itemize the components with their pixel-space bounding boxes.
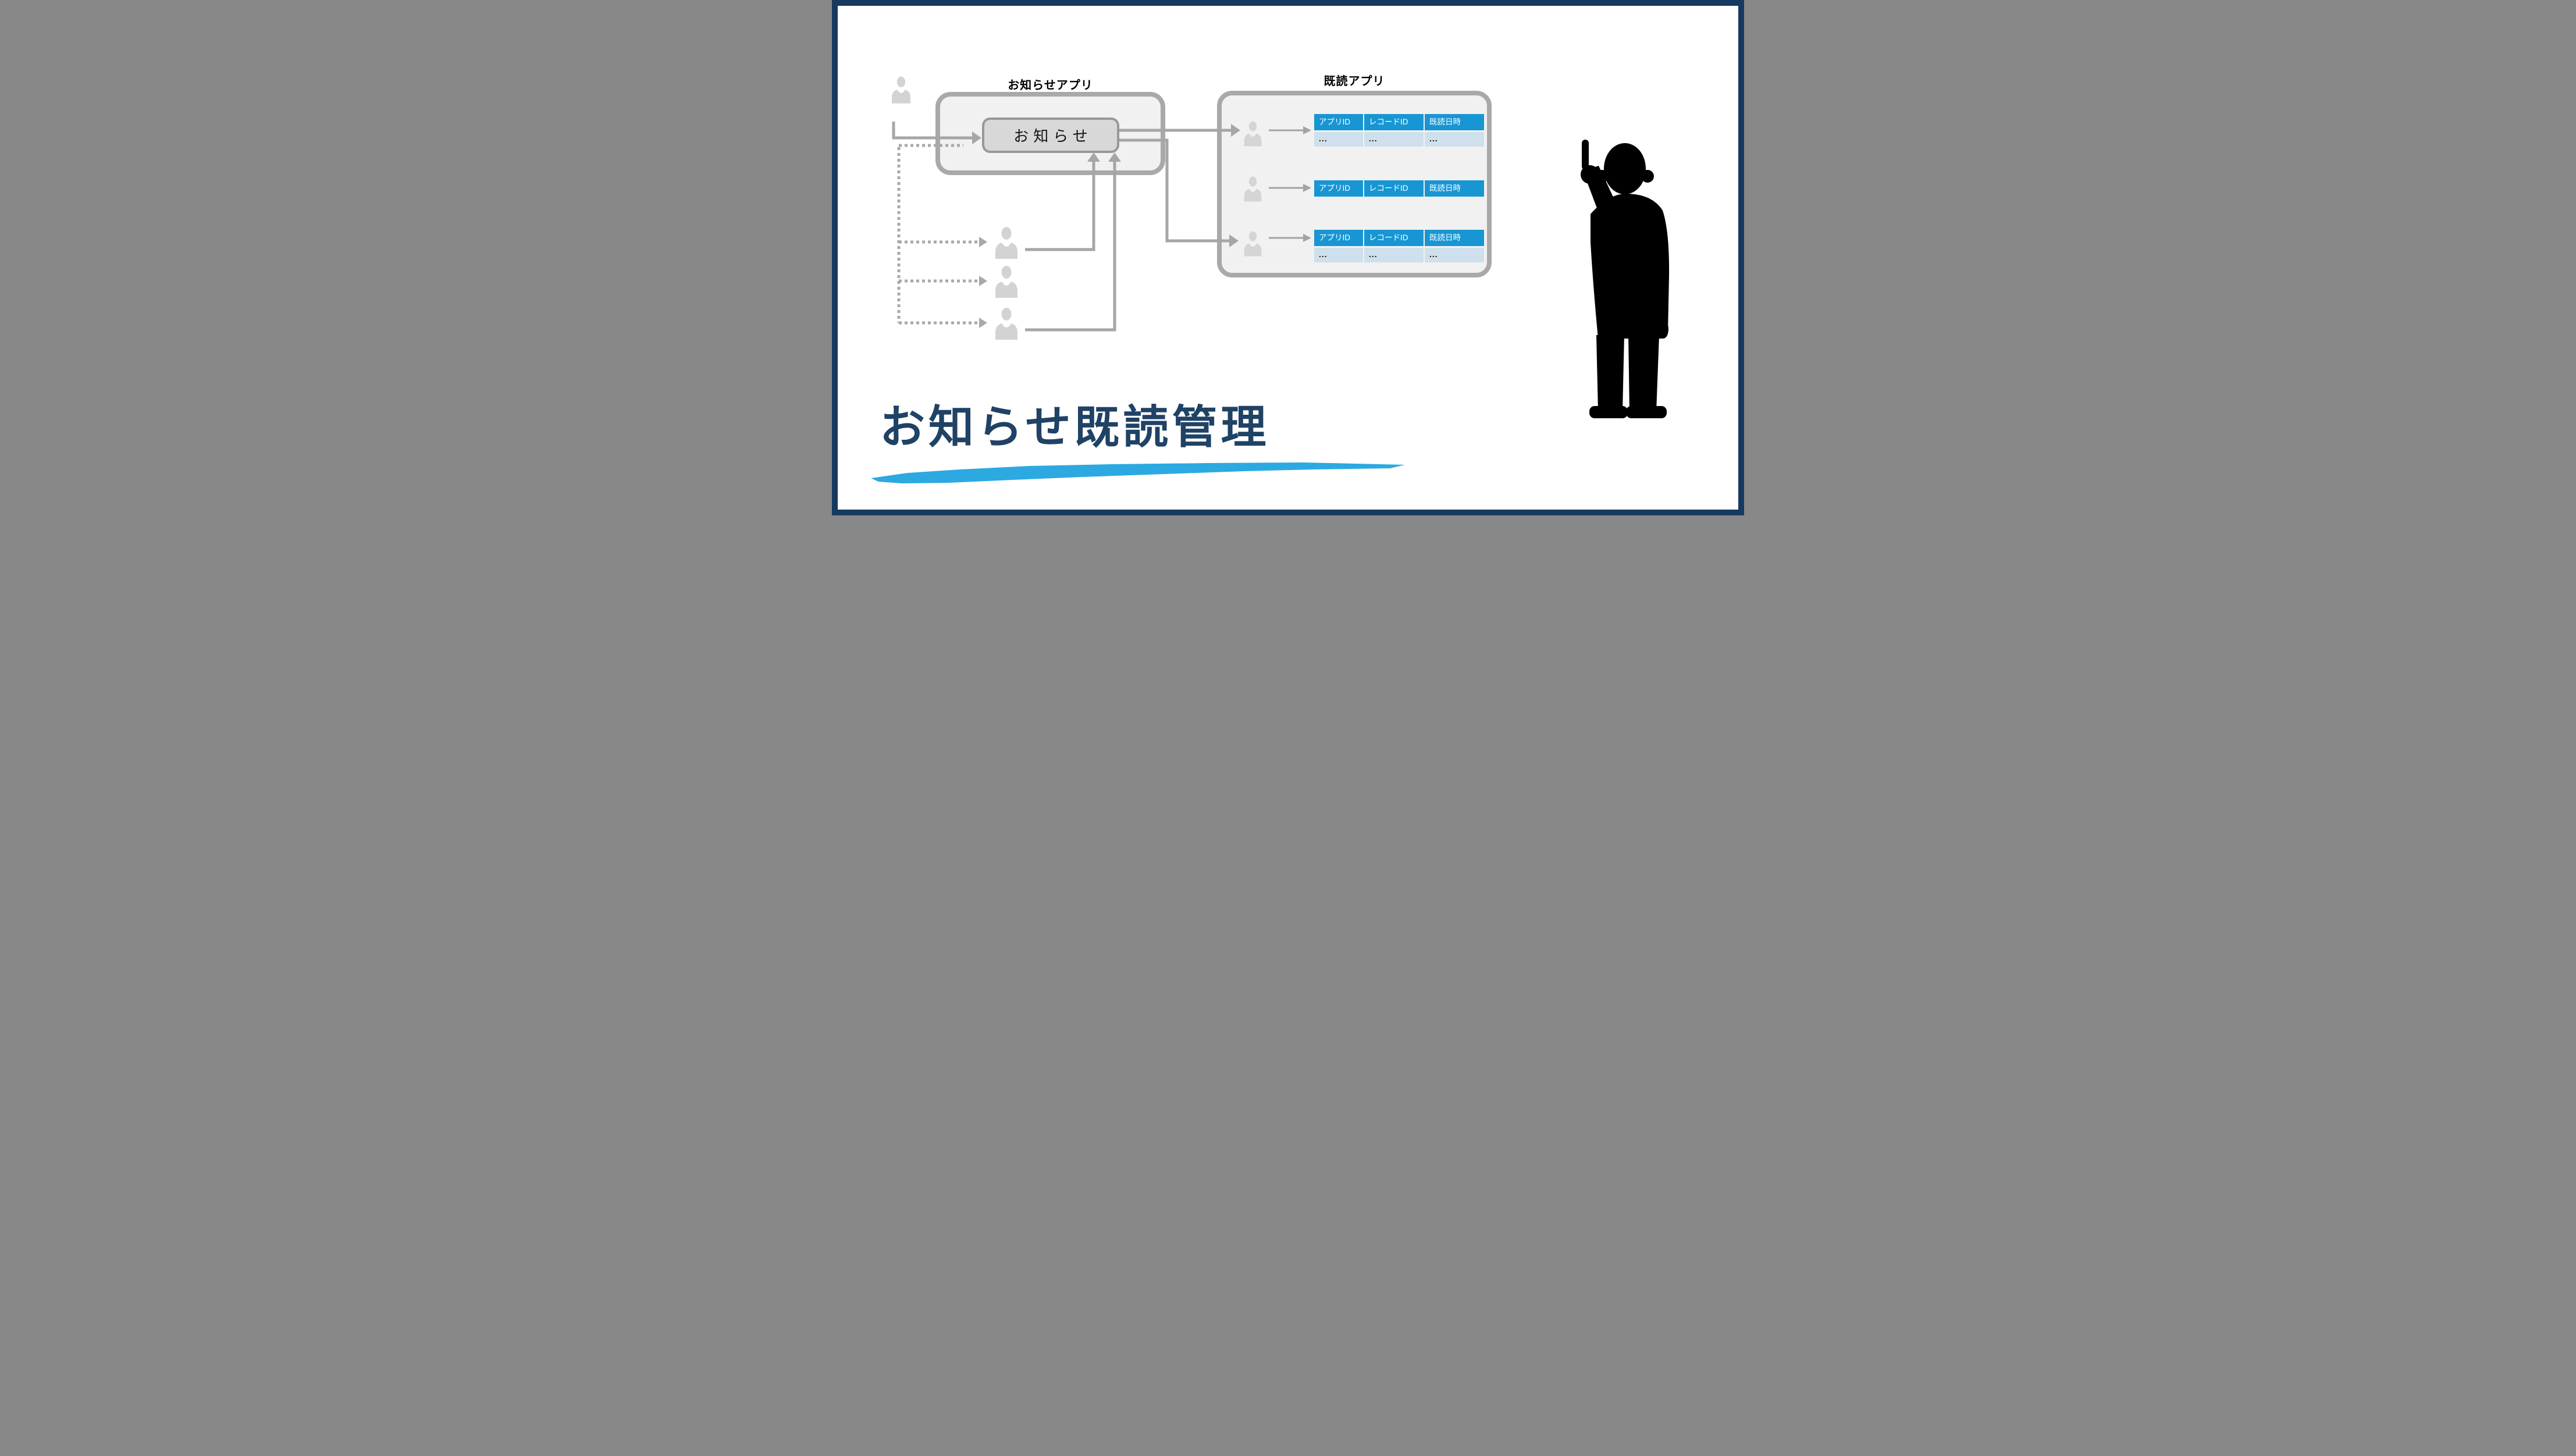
table-header-cell: レコードID bbox=[1364, 230, 1424, 246]
user-icon bbox=[1241, 119, 1264, 147]
table-header-cell: 既読日時 bbox=[1425, 180, 1484, 197]
slide: お知らせアプリ 既読アプリ お知らせ アプリID レコードID 既読日時 ...… bbox=[832, 0, 1744, 515]
user-icon bbox=[992, 304, 1021, 341]
user-icon bbox=[1241, 175, 1264, 202]
notice-box: お知らせ bbox=[982, 118, 1119, 153]
read-table-3: アプリID レコードID 既読日時 ... ... ... bbox=[1314, 230, 1484, 262]
notice-box-label: お知らせ bbox=[1013, 127, 1093, 145]
table-header-cell: 既読日時 bbox=[1425, 114, 1484, 130]
table-header-cell: 既読日時 bbox=[1425, 230, 1484, 246]
user-icon bbox=[992, 223, 1021, 260]
table-header-cell: アプリID bbox=[1314, 114, 1363, 130]
table-cell: ... bbox=[1364, 248, 1424, 262]
table-header-cell: アプリID bbox=[1314, 180, 1363, 197]
read-table-2: アプリID レコードID 既読日時 bbox=[1314, 180, 1484, 197]
table-cell: ... bbox=[1314, 132, 1363, 147]
table-cell: ... bbox=[1364, 132, 1424, 147]
read-app-label: 既読アプリ bbox=[1323, 75, 1385, 88]
table-cell: ... bbox=[1425, 132, 1484, 147]
read-table-1: アプリID レコードID 既読日時 ... ... ... bbox=[1314, 114, 1484, 147]
user-icon bbox=[1241, 229, 1264, 257]
table-header-cell: レコードID bbox=[1364, 114, 1424, 130]
presenter-silhouette-image bbox=[1581, 140, 1670, 418]
table-header-cell: アプリID bbox=[1314, 230, 1363, 246]
user-icon bbox=[889, 74, 913, 104]
user-icon bbox=[992, 262, 1021, 299]
page-title: お知らせ既読管理 bbox=[880, 401, 1270, 453]
table-header-cell: レコードID bbox=[1364, 180, 1424, 197]
notice-app-label: お知らせアプリ bbox=[1008, 79, 1093, 92]
table-cell: ... bbox=[1425, 248, 1484, 262]
table-cell: ... bbox=[1314, 248, 1363, 262]
